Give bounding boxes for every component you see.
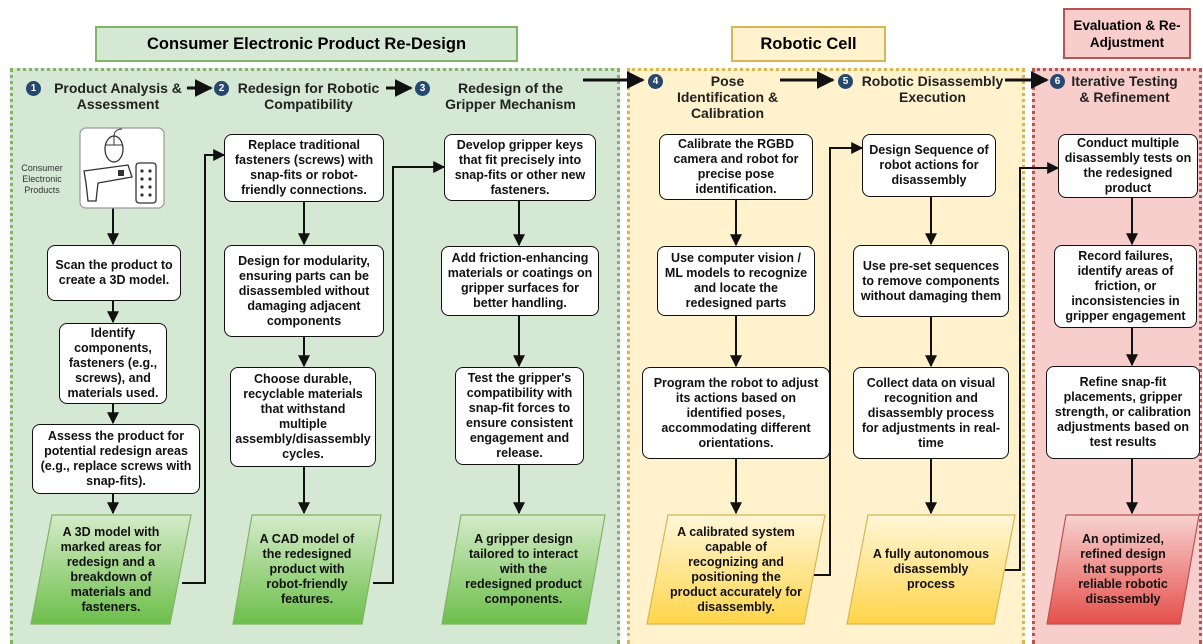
step-1-number: 1 bbox=[26, 81, 41, 96]
header-robotic-cell: Robotic Cell bbox=[731, 26, 886, 62]
electronics-icon bbox=[79, 127, 165, 209]
header-evaluation: Evaluation & Re-Adjustment bbox=[1063, 8, 1191, 59]
step1-box-assess: Assess the product for potential redesig… bbox=[32, 424, 200, 494]
step2-output-text: A CAD model of the redesigned product wi… bbox=[259, 532, 355, 606]
step3-box-gripper-keys: Develop gripper keys that fit precisely … bbox=[444, 134, 596, 201]
step-1-title: Product Analysis & Assessment bbox=[54, 80, 182, 112]
step5-box-preset: Use pre-set sequences to remove componen… bbox=[853, 245, 1009, 317]
consumer-electronic-products-label: Consumer Electronic Products bbox=[21, 163, 63, 195]
step6-output: An optimized, refined design that suppor… bbox=[1046, 514, 1200, 625]
step5-output: A fully autonomous disassembly process bbox=[846, 514, 1016, 625]
step1-box-scan: Scan the product to create a 3D model. bbox=[47, 245, 181, 301]
step6-box-refine: Refine snap-fit placements, gripper stre… bbox=[1046, 366, 1200, 459]
step-2-title: Redesign for Robotic Compatibility bbox=[237, 80, 380, 112]
step-3-label: 3 Redesign of the Gripper Mechanism bbox=[415, 80, 587, 112]
step1-box-identify: Identify components, fasteners (e.g., sc… bbox=[59, 323, 167, 404]
step-4-label: 4 Pose Identification & Calibration bbox=[648, 73, 788, 121]
consumer-electronics-illustration bbox=[58, 127, 166, 209]
step3-output-text: A gripper design tailored to interact wi… bbox=[465, 532, 582, 606]
step-5-title: Robotic Disassembly Execution bbox=[861, 73, 1004, 105]
step5-box-sequence: Design Sequence of robot actions for dis… bbox=[862, 134, 996, 197]
step-2-label: 2 Redesign for Robotic Compatibility bbox=[214, 80, 384, 112]
step-3-number: 3 bbox=[415, 81, 430, 96]
step-6-number: 6 bbox=[1050, 74, 1065, 89]
step3-box-friction: Add friction-enhancing materials or coat… bbox=[441, 246, 599, 316]
step4-output-text: A calibrated system capable of recognizi… bbox=[670, 524, 802, 614]
step-4-title: Pose Identification & Calibration bbox=[676, 73, 779, 121]
step2-box-materials: Choose durable, recyclable materials tha… bbox=[230, 367, 376, 467]
step-6-title: Iterative Testing & Refinement bbox=[1071, 73, 1178, 105]
step6-box-record: Record failures, identify areas of frict… bbox=[1054, 245, 1197, 328]
step6-box-conduct: Conduct multiple disassembly tests on th… bbox=[1058, 134, 1198, 198]
step2-box-replace: Replace traditional fasteners (screws) w… bbox=[224, 134, 384, 202]
step2-box-modularity: Design for modularity, ensuring parts ca… bbox=[224, 245, 384, 337]
step1-output-text: A 3D model with marked areas for redesig… bbox=[60, 524, 162, 614]
step4-box-program: Program the robot to adjust its actions … bbox=[642, 367, 830, 459]
step3-output: A gripper design tailored to interact wi… bbox=[441, 514, 606, 625]
step-1-label: 1 Product Analysis & Assessment bbox=[26, 80, 191, 112]
step4-box-vision: Use computer vision / ML models to recog… bbox=[657, 246, 815, 316]
step5-box-collect: Collect data on visual recognition and d… bbox=[853, 367, 1009, 459]
step-6-label: 6 Iterative Testing & Refinement bbox=[1050, 73, 1180, 105]
step6-output-text: An optimized, refined design that suppor… bbox=[1078, 532, 1168, 606]
step3-box-test: Test the gripper's compatibility with sn… bbox=[455, 367, 584, 465]
header-consumer-electronic: Consumer Electronic Product Re-Design bbox=[95, 26, 518, 62]
step-4-number: 4 bbox=[648, 74, 663, 89]
step5-output-text: A fully autonomous disassembly process bbox=[872, 547, 990, 591]
step1-output: A 3D model with marked areas for redesig… bbox=[30, 514, 192, 625]
step-5-label: 5 Robotic Disassembly Execution bbox=[838, 73, 1008, 105]
step4-output: A calibrated system capable of recognizi… bbox=[646, 514, 826, 625]
step-5-number: 5 bbox=[838, 74, 853, 89]
step4-box-calibrate: Calibrate the RGBD camera and robot for … bbox=[659, 134, 813, 200]
step-2-number: 2 bbox=[214, 81, 229, 96]
step2-output: A CAD model of the redesigned product wi… bbox=[232, 514, 382, 625]
step-3-title: Redesign of the Gripper Mechanism bbox=[445, 80, 576, 112]
